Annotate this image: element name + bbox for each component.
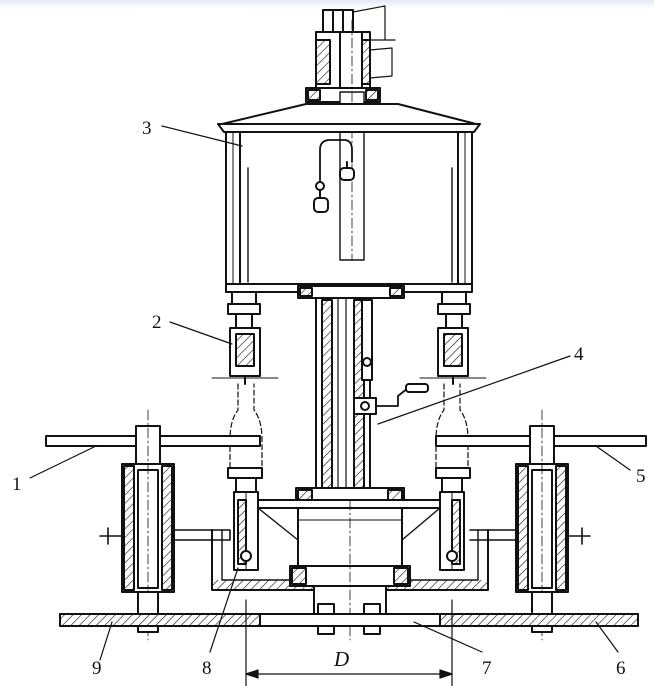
filling-valve-left bbox=[211, 291, 279, 385]
base-plate bbox=[59, 613, 639, 627]
dimension-d bbox=[245, 599, 453, 686]
dimension-label-d: D bbox=[333, 647, 349, 671]
central-column bbox=[295, 297, 429, 503]
callout-1: 1 bbox=[12, 474, 22, 495]
star-wheel-column-left bbox=[99, 409, 231, 641]
callout-8: 8 bbox=[202, 658, 212, 679]
callout-7: 7 bbox=[482, 658, 492, 679]
scan-edge bbox=[0, 0, 654, 8]
callout-5: 5 bbox=[636, 466, 646, 487]
filling-valve-right bbox=[419, 291, 487, 385]
callout-9: 9 bbox=[92, 658, 102, 679]
leader-lines bbox=[29, 125, 631, 661]
callout-2: 2 bbox=[152, 312, 162, 333]
callout-4: 4 bbox=[574, 344, 584, 365]
lift-cylinder-left bbox=[227, 467, 263, 571]
callout-6: 6 bbox=[616, 658, 626, 679]
callout-3: 3 bbox=[142, 118, 152, 139]
tank bbox=[217, 103, 481, 299]
lift-cylinder-right bbox=[435, 467, 471, 571]
